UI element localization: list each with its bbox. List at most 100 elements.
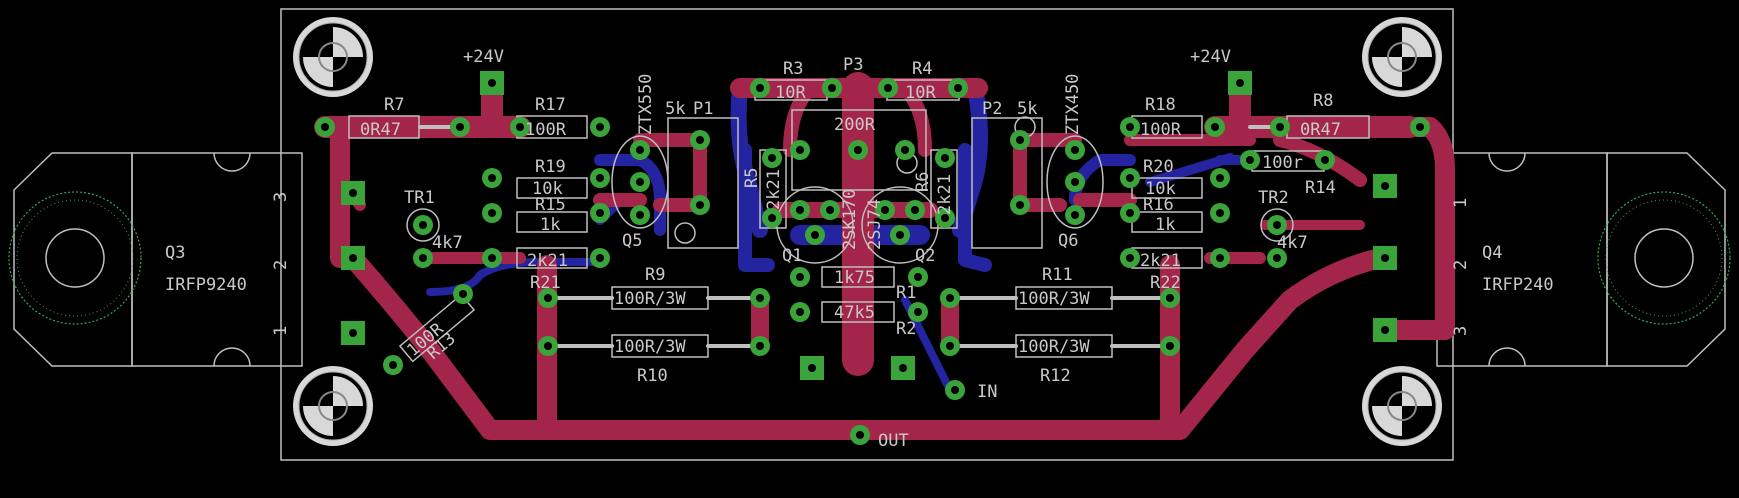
r2-label: R2 [896,319,916,339]
r4-label: R4 [912,59,932,79]
pad-hole [1016,136,1024,144]
pad-hole [459,290,467,298]
pad-hole [1381,326,1389,334]
q5-value: ZTX550 [636,74,656,135]
p1-label: P1 [693,99,713,119]
supply-label-left: +24V [463,47,504,67]
r18-label: R18 [1145,95,1176,115]
tr1-label: TR1 [404,188,435,208]
r11-value: 100R/3W [1018,289,1090,309]
r17-value: 100R [525,120,567,140]
out-label: OUT [878,431,909,451]
r20-value: 10k [1145,179,1176,199]
q3-value: IRFP9240 [165,275,247,295]
r14-value: 100r [1262,153,1303,173]
pad-hole [911,206,919,214]
pad-hole [456,123,464,131]
pad-hole [826,206,834,214]
pad-hole [596,254,604,262]
pad-hole [811,231,819,239]
pad-hole [1381,182,1389,190]
q4-value: IRFP240 [1482,275,1554,295]
q3-pin3: 3 [271,192,291,202]
r5-value: 2k21 [764,169,784,210]
r21-value: 2k21 [527,251,568,271]
p2-value: 5k [1017,99,1037,119]
pad-hole [419,254,427,262]
pad-hole [756,84,764,92]
q3-label: Q3 [165,243,185,263]
q2-value: 2SJ74 [865,199,885,250]
pad-hole [696,136,704,144]
pad-hole [488,254,496,262]
q4-label: Q4 [1482,243,1502,263]
r2-value: 47k5 [834,303,875,323]
silkscreen-outlines [348,79,1370,363]
r8-value: 0R47 [1300,120,1341,140]
q4-heatsink-hole [1597,191,1731,325]
pad-hole [321,123,329,131]
pad-hole [596,209,604,217]
pad-hole [1071,211,1079,219]
pad-hole [914,308,922,316]
q3-pin2: 2 [271,260,291,270]
q1-value: 2SK170 [840,189,860,250]
pad-hole [828,84,836,92]
pad-hole [946,342,954,350]
supply-label-right: +24V [1190,47,1231,67]
pad-hole [881,206,889,214]
r22-label: R22 [1150,273,1181,293]
pad-hole [1126,174,1134,182]
pad-hole [596,174,604,182]
silkscreen-labels: +24V +24V OUT IN R7 0R47 R17 100R R19 10… [165,47,1554,451]
pad-hole [349,329,357,337]
pad-hole [1126,209,1134,217]
pad-hole [884,84,892,92]
pads [315,71,1430,445]
r1-value: 1k75 [834,268,875,288]
r12-label: R12 [1040,366,1071,386]
pad-hole [856,431,864,439]
r3-label: R3 [783,59,803,79]
pad-hole [796,308,804,316]
tr1-value: 4k7 [432,233,463,253]
p3-value: 200R [834,115,876,135]
pad-hole [854,146,862,154]
pad-hole [901,146,909,154]
pad-hole [636,146,644,154]
pad-hole [1126,123,1134,131]
pad-hole [951,386,959,394]
q2-label: Q2 [915,246,935,266]
r14-label: R14 [1305,178,1336,198]
pad-hole [1381,254,1389,262]
r10-label: R10 [637,366,668,386]
r19-value: 10k [532,179,563,199]
pad-hole [349,254,357,262]
pad-hole [946,294,954,302]
pad-hole [796,206,804,214]
r6-value: 2k21 [935,174,955,215]
pad-hole [1216,174,1224,182]
tr2-value: 4k7 [1277,233,1308,253]
p3-label: P3 [843,55,863,75]
r5-label: R5 [742,168,762,188]
r12-value: 100R/3W [1018,337,1090,357]
pad-hole [544,342,552,350]
pad-hole [896,231,904,239]
r11-label: R11 [1042,265,1073,285]
p2-label: P2 [982,99,1002,119]
q1-label: Q1 [782,246,802,266]
pad-hole [1071,178,1079,186]
r9-value: 100R/3W [614,289,686,309]
r20-label: R20 [1143,157,1174,177]
pad-hole [516,123,524,131]
pad-hole [544,294,552,302]
pad-hole [1216,209,1224,217]
pad-hole [756,342,764,350]
q3-heatsink-hole [8,191,142,325]
pad-hole [808,364,816,372]
r1-label: R1 [896,283,916,303]
q4-pin2: 2 [1451,260,1471,270]
pad-hole [1211,123,1219,131]
